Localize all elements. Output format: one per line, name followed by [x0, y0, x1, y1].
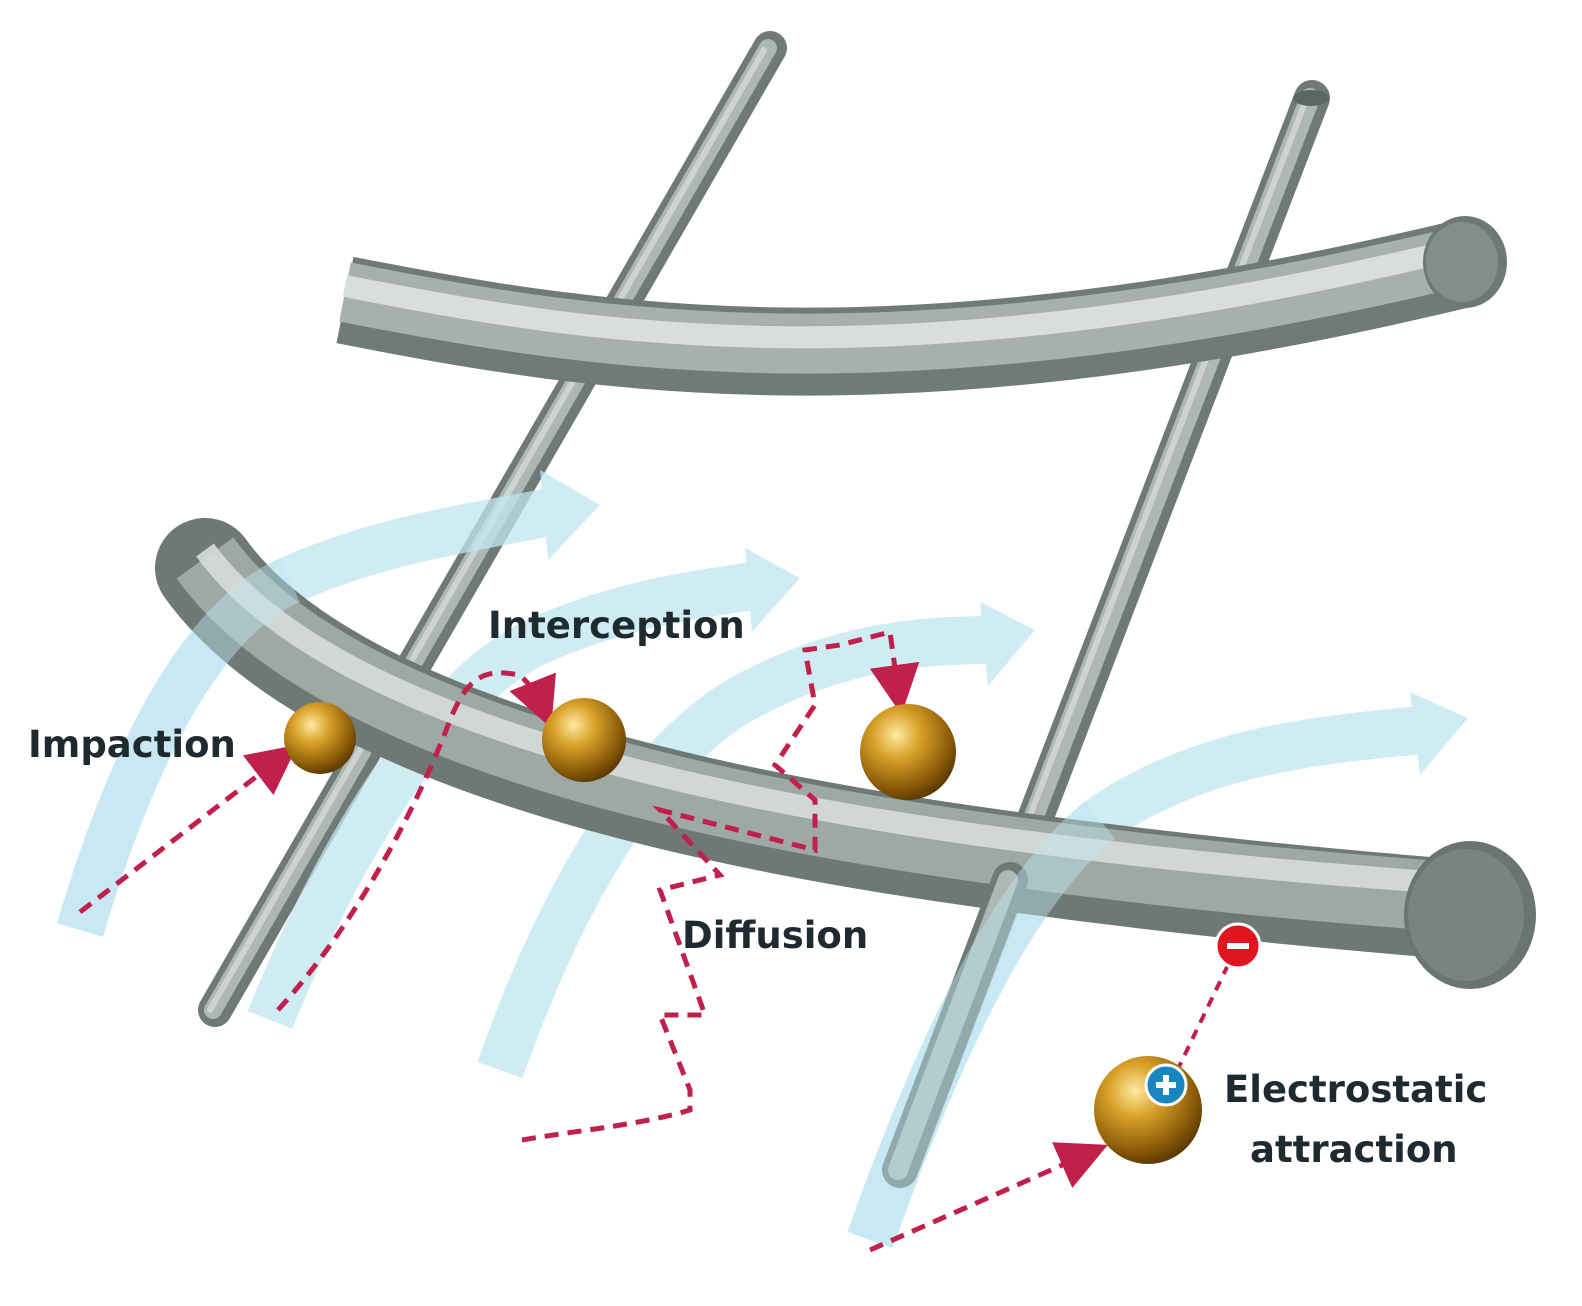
- airflow-arrowhead-4: [1410, 692, 1468, 775]
- particle-diffusion: [860, 704, 956, 800]
- particle-impaction: [284, 702, 356, 774]
- fiber-horizontal-top: [336, 216, 1507, 396]
- airflow-stream-3: [477, 616, 991, 1078]
- electrostatic-path: [868, 1142, 1108, 1253]
- airflow-stream-2: [247, 561, 764, 1029]
- label-diffusion: Diffusion: [682, 914, 868, 957]
- label-impaction: Impaction: [28, 723, 236, 766]
- positive-charge-icon: [1144, 1063, 1188, 1107]
- interception-path: [276, 670, 556, 1012]
- fiber-horizontal-front: [155, 518, 1536, 989]
- electrostatic-attraction-line: [1173, 964, 1230, 1076]
- impaction-path: [78, 744, 298, 914]
- fiber-diagonal-right-front: [882, 862, 1028, 1188]
- particle-paths: [78, 628, 1230, 1253]
- airflow-front-overlay: [56, 558, 1116, 1249]
- label-electrostatic: Electrostatic: [1224, 1068, 1487, 1111]
- airflow-arrowhead-1: [540, 470, 600, 560]
- airflow-arrowhead-3: [980, 602, 1035, 686]
- particle-interception: [542, 698, 626, 782]
- label-attraction: attraction: [1250, 1128, 1458, 1171]
- particle-electrostatic: [1094, 1056, 1202, 1164]
- diffusion-path-1: [521, 628, 920, 1143]
- label-interception: Interception: [488, 604, 745, 647]
- negative-charge-icon: [1214, 922, 1262, 970]
- airflow-arrowhead-2: [745, 548, 800, 632]
